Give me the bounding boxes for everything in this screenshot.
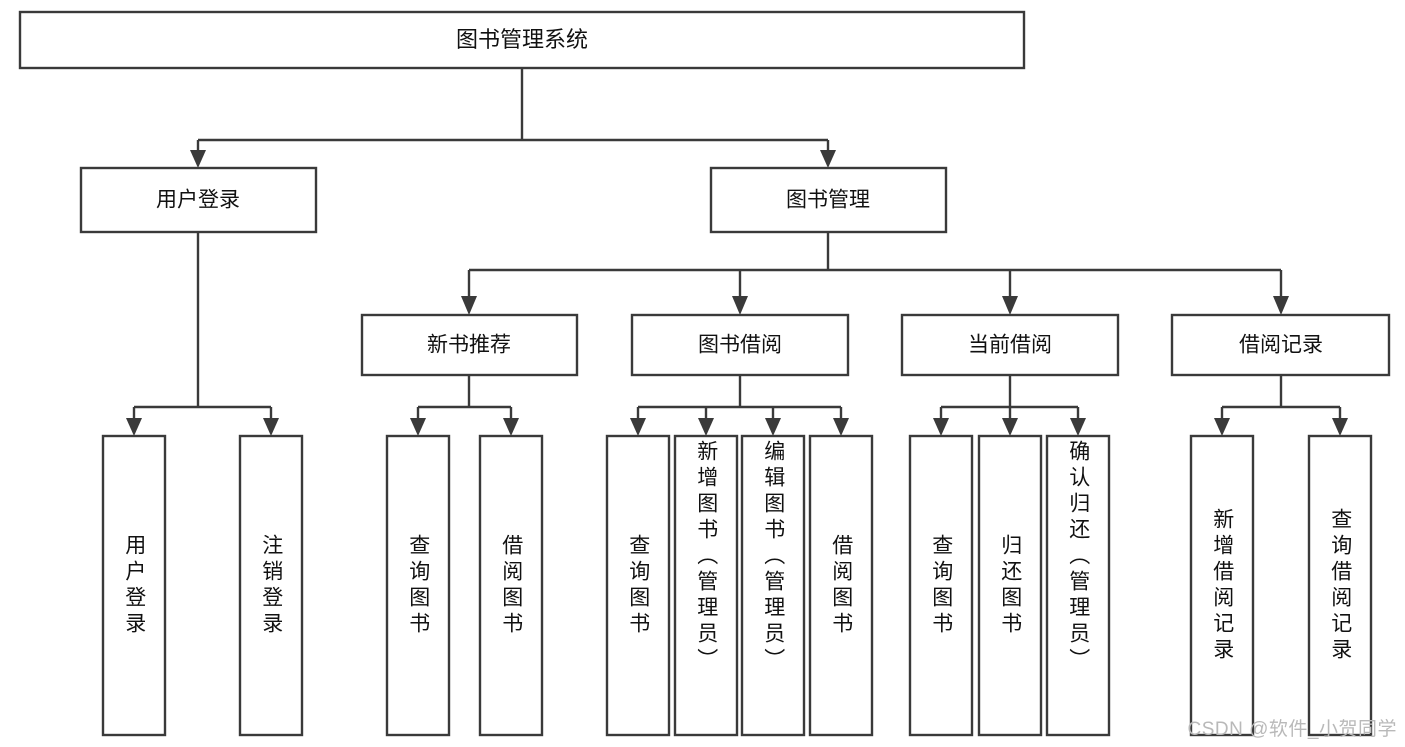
arrow-head-leaf-bb-2 bbox=[698, 418, 714, 436]
connector-group-root bbox=[190, 68, 836, 168]
node-root[interactable]: 图书管理系统 bbox=[18, 10, 1026, 70]
node-user-login-box[interactable] bbox=[79, 166, 318, 234]
arrow-head-leaf-nbr-2 bbox=[503, 418, 519, 436]
node-book-management[interactable]: 图书管理 bbox=[709, 166, 948, 234]
leaf-box-br-1[interactable] bbox=[1189, 434, 1255, 737]
node-new-book-recommend-box[interactable] bbox=[360, 313, 579, 377]
arrow-head-leaf-br-2 bbox=[1332, 418, 1348, 436]
connector-group-borrow-record bbox=[1214, 375, 1348, 436]
arrow-head-level3-3 bbox=[1002, 296, 1018, 315]
node-new-book-recommend[interactable]: 新书推荐 bbox=[360, 313, 579, 377]
connector-group-current-borrow bbox=[933, 375, 1086, 436]
arrow-head-leaf-nbr-1 bbox=[410, 418, 426, 436]
leaf-box-cb-3[interactable] bbox=[1045, 434, 1111, 737]
leaf-box-bb-3[interactable] bbox=[740, 434, 806, 737]
node-book-borrow-box[interactable] bbox=[630, 313, 850, 377]
arrow-head-level3-2 bbox=[732, 296, 748, 315]
leaf-box-nbr-1[interactable] bbox=[385, 434, 451, 737]
node-borrow-record[interactable]: 借阅记录 bbox=[1170, 313, 1391, 377]
arrow-head-user-login bbox=[190, 150, 206, 168]
node-borrow-record-label: 借阅记录 bbox=[1239, 334, 1323, 357]
arrow-head-leaf-bb-4 bbox=[833, 418, 849, 436]
node-user-login[interactable]: 用户登录 bbox=[79, 166, 318, 234]
node-book-management-label: 图书管理 bbox=[786, 189, 870, 212]
leaf-box-cb-2[interactable] bbox=[977, 434, 1043, 737]
arrow-head-leaf-cb-2 bbox=[1002, 418, 1018, 436]
node-borrow-record-box[interactable] bbox=[1170, 313, 1391, 377]
arrow-head-leaf-user-login-2 bbox=[263, 418, 279, 436]
node-root-label: 图书管理系统 bbox=[456, 27, 588, 52]
node-book-borrow[interactable]: 图书借阅 bbox=[630, 313, 850, 377]
node-user-login-label: 用户登录 bbox=[156, 189, 240, 212]
node-current-borrow-label: 当前借阅 bbox=[968, 334, 1052, 357]
connector-group-new-book-recommend bbox=[410, 375, 519, 436]
leaf-box-bb-1[interactable] bbox=[605, 434, 671, 737]
arrow-head-level3-4 bbox=[1273, 296, 1289, 315]
arrow-head-leaf-bb-3 bbox=[765, 418, 781, 436]
arrow-head-leaf-br-1 bbox=[1214, 418, 1230, 436]
leaf-box-nbr-2[interactable] bbox=[478, 434, 544, 737]
leaf-box-bb-2[interactable] bbox=[673, 434, 739, 737]
node-current-borrow-box[interactable] bbox=[900, 313, 1120, 377]
node-current-borrow[interactable]: 当前借阅 bbox=[900, 313, 1120, 377]
arrow-head-leaf-cb-1 bbox=[933, 418, 949, 436]
arrow-head-leaf-user-login-1 bbox=[126, 418, 142, 436]
node-book-management-box[interactable] bbox=[709, 166, 948, 234]
leaf-box-user-login-1[interactable] bbox=[101, 434, 167, 737]
arrow-head-leaf-bb-1 bbox=[630, 418, 646, 436]
connector-group-user-login bbox=[126, 232, 279, 436]
connector-group-book-borrow bbox=[630, 375, 849, 436]
node-root-box[interactable] bbox=[18, 10, 1026, 70]
arrow-head-leaf-cb-3 bbox=[1070, 418, 1086, 436]
leaf-box-bb-4[interactable] bbox=[808, 434, 874, 737]
node-book-borrow-label: 图书借阅 bbox=[698, 334, 782, 357]
node-new-book-recommend-label: 新书推荐 bbox=[427, 334, 511, 357]
leaf-box-cb-1[interactable] bbox=[908, 434, 974, 737]
leaf-box-br-2[interactable] bbox=[1307, 434, 1373, 737]
arrow-head-level3-1 bbox=[461, 296, 477, 315]
watermark-text: CSDN @软件_小贺同学 bbox=[1187, 719, 1397, 740]
leaf-box-user-login-2[interactable] bbox=[238, 434, 304, 737]
arrow-head-book-mgmt bbox=[820, 150, 836, 168]
connector-group-book-mgmt bbox=[461, 232, 1289, 315]
